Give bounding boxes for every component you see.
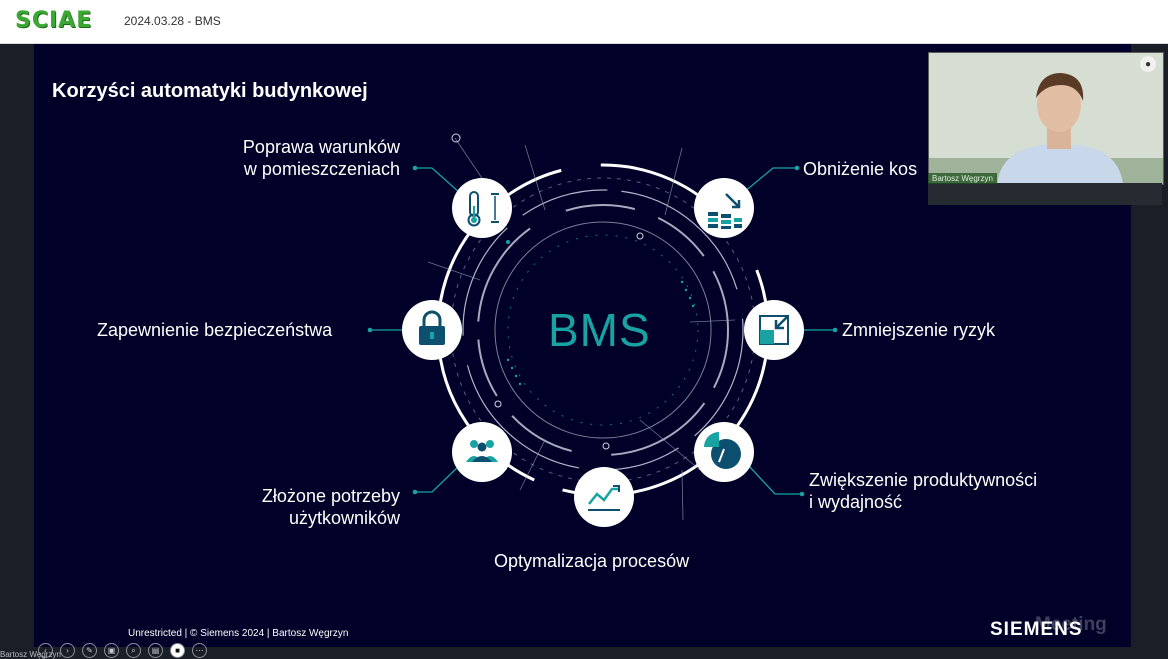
meeting-title: 2024.03.28 - BMS — [124, 14, 221, 28]
benefit-label-risks: Zmniejszenie ryzyk — [842, 320, 996, 340]
benefit-label-costs: Obniżenie kos — [803, 159, 918, 179]
productivity-pie-icon — [694, 422, 754, 482]
benefit-label-conditions: Poprawa warunków w pomieszczeniach — [242, 137, 400, 179]
security-lock-icon — [402, 300, 462, 360]
bms-center-text: BMS — [548, 304, 651, 356]
participant-avatar — [929, 53, 1163, 184]
benefit-label-user-needs: Złożone potrzeby użytkowników — [261, 486, 400, 528]
participant-video-tile[interactable] — [928, 52, 1164, 185]
video-tile-bar — [928, 183, 1162, 205]
microphone-icon[interactable]: ● — [1140, 56, 1156, 72]
benefit-label-processes: Optymalizacja procesów — [494, 551, 690, 571]
connector-line — [742, 167, 797, 194]
slide-footer: Unrestricted | © Siemens 2024 | Bartosz … — [128, 628, 349, 639]
more-icon[interactable]: ⋯ — [192, 643, 207, 658]
siemens-logo: SIEMENS — [990, 619, 1083, 640]
slides-icon[interactable]: ▣ — [104, 643, 119, 658]
participant-name: Bartosz Węgrzyn — [928, 173, 997, 184]
sciae-logo: SCIAE — [15, 8, 93, 33]
connector-line — [415, 464, 461, 493]
pen-icon[interactable]: ✎ — [82, 643, 97, 658]
connector-line — [747, 464, 802, 495]
inner-ring — [494, 221, 712, 439]
camera-icon[interactable]: ■ — [170, 643, 185, 658]
connector-line — [415, 167, 461, 194]
users-group-icon — [452, 422, 512, 482]
previous-icon[interactable]: ‹ — [38, 643, 53, 658]
zoom-icon[interactable]: ⌕ — [126, 643, 141, 658]
benefit-label-productivity: Zwiększenie produktywności i wydajność — [809, 470, 1038, 512]
presenter-name: Bartosz Węgrzyn — [0, 650, 61, 659]
thermometer-icon — [452, 178, 512, 238]
meeting-watermark: Meeting — [1035, 614, 1107, 635]
subtitles-icon[interactable]: ▤ — [148, 643, 163, 658]
next-icon[interactable]: › — [60, 643, 75, 658]
risk-reduction-icon — [744, 300, 804, 360]
top-bar: SCIAE 2024.03.28 - BMS — [0, 0, 1168, 44]
cost-reduction-icon — [694, 178, 754, 238]
slide-title: Korzyści automatyki budynkowej — [52, 80, 368, 102]
process-chart-icon — [574, 467, 634, 527]
benefit-label-security: Zapewnienie bezpieczeństwa — [97, 320, 333, 340]
